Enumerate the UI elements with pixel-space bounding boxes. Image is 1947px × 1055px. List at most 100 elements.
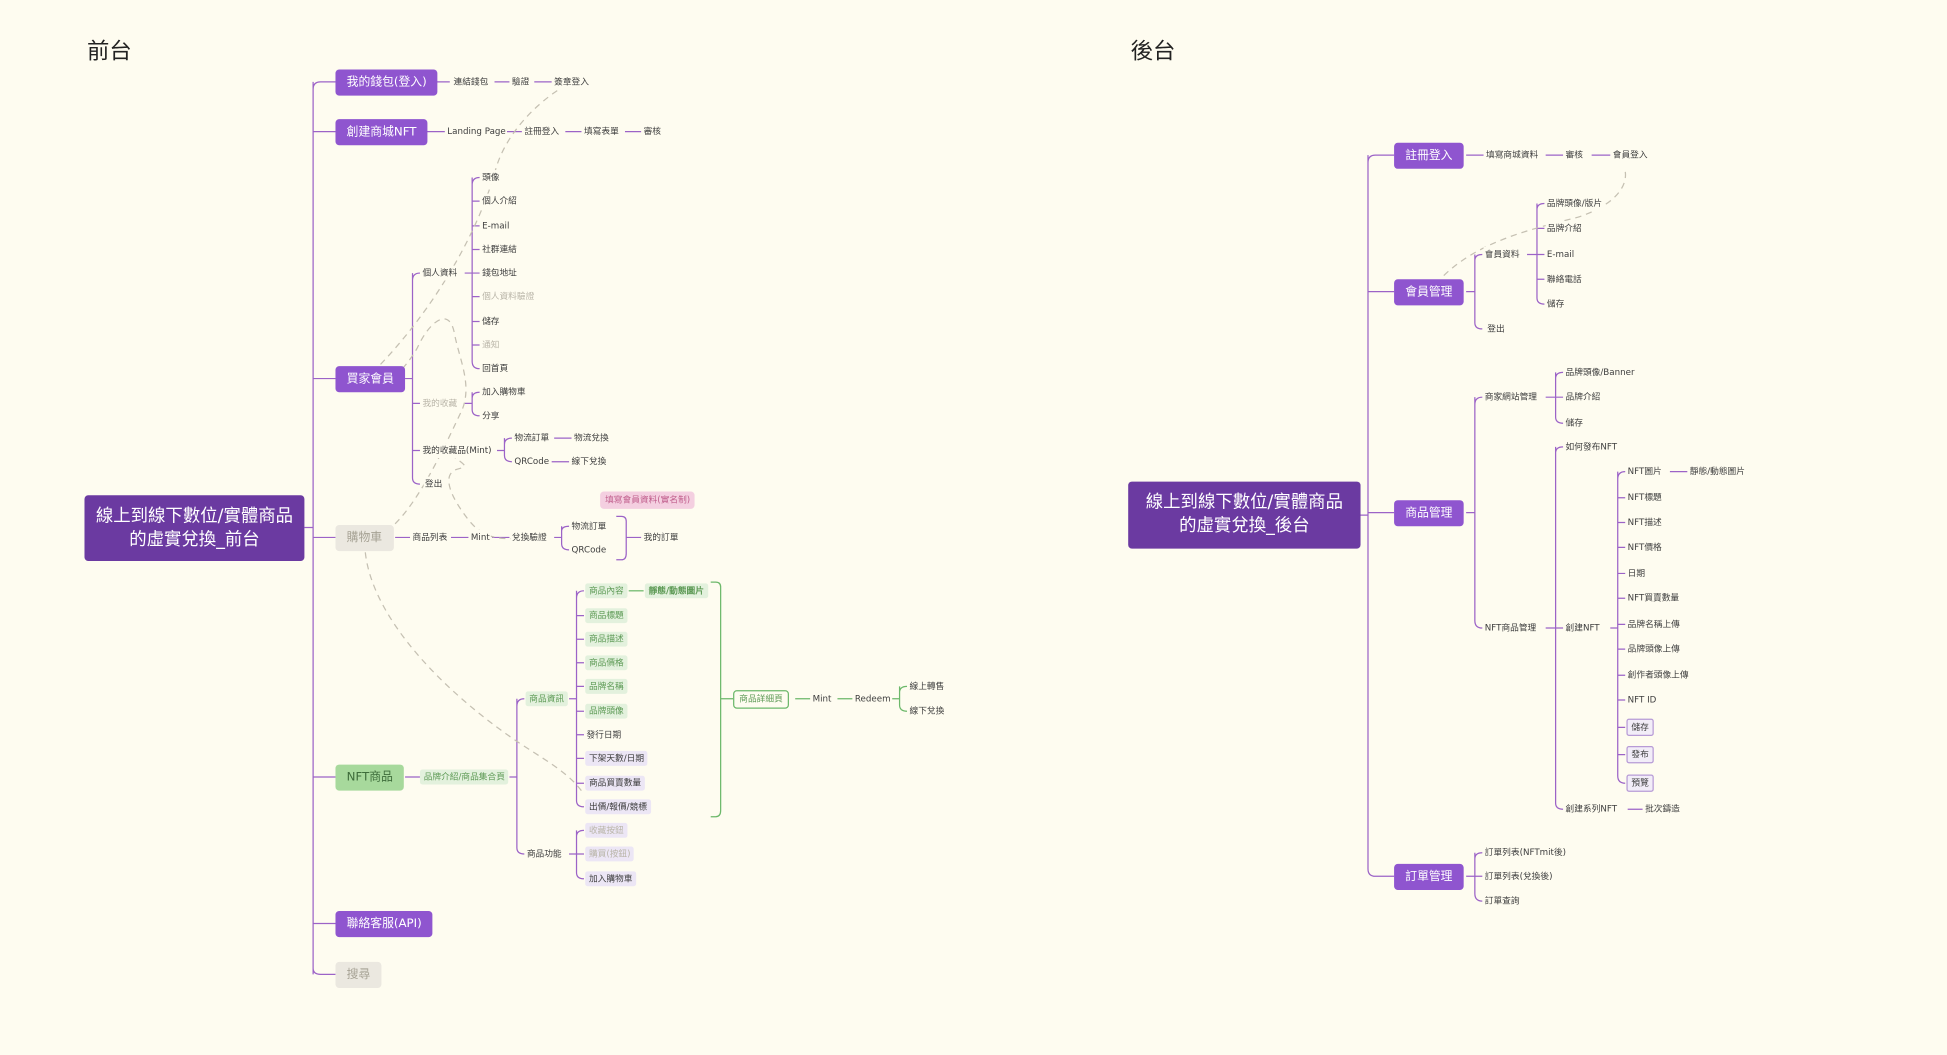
create-nft-id[interactable]: NFT ID: [1626, 692, 1658, 708]
member-brand-avatar[interactable]: 品牌頭像/版片: [1545, 196, 1604, 212]
register-node[interactable]: 註冊登入: [1394, 142, 1464, 169]
member-data-node[interactable]: 會員資料: [1483, 246, 1521, 262]
profile-item-email[interactable]: E-mail: [480, 218, 511, 234]
profile-item-home[interactable]: 回首頁: [480, 361, 510, 377]
cart-product-list[interactable]: 商品列表: [411, 529, 449, 545]
how-to-publish-nft[interactable]: 如何發布NFT: [1564, 439, 1619, 455]
wallet-step-verify[interactable]: 驗證: [510, 74, 531, 90]
my-collection-node[interactable]: 我的收藏: [421, 395, 459, 411]
nft-info-description[interactable]: 商品描述: [585, 631, 628, 647]
minted-qrcode[interactable]: QRCode: [513, 454, 551, 470]
collection-add-cart[interactable]: 加入購物車: [480, 384, 527, 400]
wallet-step-connect[interactable]: 連結錢包: [452, 74, 490, 90]
order-mgmt-node[interactable]: 訂單管理: [1394, 863, 1464, 890]
register-review[interactable]: 審核: [1564, 147, 1585, 163]
nft-info-content-image[interactable]: 靜態/動態圖片: [644, 583, 708, 599]
nft-info-delist-days[interactable]: 下架天數/日期: [585, 750, 648, 766]
wallet-step-sign-login[interactable]: 簽章登入: [552, 74, 591, 90]
profile-item-verify[interactable]: 個人資料驗證: [480, 289, 536, 305]
minted-logistics-redeem[interactable]: 物流兌換: [572, 430, 611, 446]
site-brand-banner[interactable]: 品牌頭像/Banner: [1564, 364, 1636, 380]
nft-detail-page[interactable]: 商品詳細頁: [733, 690, 789, 709]
buyer-logout[interactable]: 登出: [423, 476, 444, 492]
register-member-login[interactable]: 會員登入: [1611, 147, 1649, 163]
member-phone[interactable]: 聯絡電話: [1545, 271, 1583, 287]
profile-item-social[interactable]: 社群連結: [480, 242, 519, 257]
create-nft-date[interactable]: 日期: [1626, 565, 1647, 581]
cart-fill-member-note[interactable]: 填寫會員資料(實名制): [600, 491, 696, 509]
batch-mint[interactable]: 批次鑄造: [1643, 801, 1682, 817]
nft-product-info[interactable]: 商品資訊: [525, 691, 568, 707]
nft-info-brand-name[interactable]: 品牌名稱: [585, 678, 628, 694]
create-shop-review[interactable]: 審核: [642, 124, 663, 140]
minted-offline-redeem[interactable]: 線下兌換: [570, 454, 608, 470]
create-nft-price[interactable]: NFT價格: [1626, 539, 1663, 555]
register-fill-shop[interactable]: 填寫商城資料: [1484, 147, 1540, 163]
create-nft-title[interactable]: NFT標題: [1626, 490, 1663, 506]
nft-fn-add-cart[interactable]: 加入購物車: [585, 871, 637, 887]
nft-online-resell[interactable]: 線上轉售: [908, 678, 946, 694]
create-nft-brand-avatar-upload[interactable]: 品牌頭像上傳: [1626, 641, 1682, 657]
create-series-nft[interactable]: 創建系列NFT: [1564, 801, 1619, 817]
site-brand-intro[interactable]: 品牌介紹: [1564, 389, 1602, 405]
cart-my-orders[interactable]: 我的訂單: [642, 529, 680, 545]
create-nft-image[interactable]: NFT圖片: [1626, 464, 1663, 480]
nft-product-functions[interactable]: 商品功能: [525, 846, 563, 862]
nft-brand-intro[interactable]: 品牌介紹/商品集合頁: [419, 769, 509, 785]
create-nft-publish[interactable]: 發布: [1626, 745, 1654, 764]
create-nft-creator-avatar-upload[interactable]: 創作者頭像上傳: [1626, 667, 1690, 683]
my-minted-node[interactable]: 我的收藏品(Mint): [421, 443, 493, 459]
member-email[interactable]: E-mail: [1545, 246, 1576, 262]
nft-info-content[interactable]: 商品內容: [585, 583, 628, 599]
nft-offline-redeem[interactable]: 線下兌換: [908, 703, 946, 719]
wallet-node[interactable]: 我的錢包(登入): [335, 69, 438, 96]
profile-node[interactable]: 個人資料: [421, 265, 459, 281]
cart-redeem-verify[interactable]: 兌換驗證: [510, 529, 548, 545]
profile-item-save[interactable]: 儲存: [480, 314, 501, 329]
back-root-node[interactable]: 線上到線下數位/實體商品的虛實兌換_後台: [1128, 481, 1361, 549]
nft-mgmt-node[interactable]: NFT商品管理: [1483, 620, 1538, 636]
create-nft-brand-name-upload[interactable]: 品牌名稱上傳: [1626, 616, 1682, 632]
nft-info-bid[interactable]: 出價/報價/競標: [585, 799, 651, 815]
orders-after-redeem[interactable]: 訂單列表(兌換後): [1483, 868, 1554, 884]
site-mgmt-node[interactable]: 商家網站管理: [1483, 389, 1539, 405]
nft-info-release-date[interactable]: 發行日期: [585, 727, 623, 743]
member-brand-intro[interactable]: 品牌介紹: [1545, 220, 1583, 236]
orders-after-mint[interactable]: 訂單列表(NFTmit後): [1483, 845, 1568, 861]
create-nft-node[interactable]: 創建NFT: [1564, 620, 1601, 636]
cart-qrcode[interactable]: QRCode: [570, 542, 608, 558]
site-save[interactable]: 儲存: [1564, 415, 1585, 431]
cart-mint[interactable]: Mint: [469, 529, 492, 545]
nft-info-title[interactable]: 商品標題: [585, 608, 628, 624]
buyer-member-node[interactable]: 買家會員: [335, 366, 406, 393]
orders-query[interactable]: 訂單查詢: [1483, 893, 1521, 909]
nft-info-trade-qty[interactable]: 商品買賣數量: [585, 775, 645, 791]
create-nft-description[interactable]: NFT描述: [1626, 515, 1663, 530]
nft-fn-collect-button[interactable]: 收藏按鈕: [585, 822, 628, 838]
member-logout[interactable]: 登出: [1486, 321, 1506, 337]
product-mgmt-node[interactable]: 商品管理: [1394, 500, 1464, 527]
create-nft-image-type[interactable]: 靜態/動態圖片: [1688, 464, 1747, 480]
cart-node[interactable]: 購物車: [335, 525, 394, 552]
customer-service-node[interactable]: 聯絡客服(API): [335, 911, 433, 938]
front-root-node[interactable]: 線上到線下數位/實體商品的虛實兌換_前台: [84, 495, 305, 562]
profile-item-wallet-address[interactable]: 錢包地址: [480, 265, 519, 281]
profile-item-notify[interactable]: 通知: [480, 337, 501, 353]
nft-mint[interactable]: Mint: [811, 691, 833, 707]
nft-product-node[interactable]: NFT商品: [335, 764, 405, 791]
create-nft-preview[interactable]: 預覽: [1626, 774, 1654, 792]
member-mgmt-node[interactable]: 會員管理: [1394, 279, 1464, 306]
member-save[interactable]: 儲存: [1545, 296, 1566, 312]
create-shop-landing[interactable]: Landing Page: [446, 124, 508, 140]
create-nft-save[interactable]: 儲存: [1626, 718, 1654, 737]
create-nft-trade-qty[interactable]: NFT買賣數量: [1626, 590, 1681, 606]
profile-item-avatar[interactable]: 頭像: [480, 170, 501, 185]
nft-info-price[interactable]: 商品價格: [585, 655, 628, 671]
profile-item-intro[interactable]: 個人介紹: [480, 193, 519, 209]
create-shop-node[interactable]: 創建商城NFT: [335, 119, 428, 146]
cart-logistics-order[interactable]: 物流訂單: [570, 518, 608, 534]
nft-fn-buy-button[interactable]: 購買(按鈕): [585, 846, 635, 862]
nft-info-brand-avatar[interactable]: 品牌頭像: [585, 703, 628, 719]
minted-logistics-order[interactable]: 物流訂單: [513, 430, 551, 446]
nft-redeem[interactable]: Redeem: [853, 691, 892, 707]
